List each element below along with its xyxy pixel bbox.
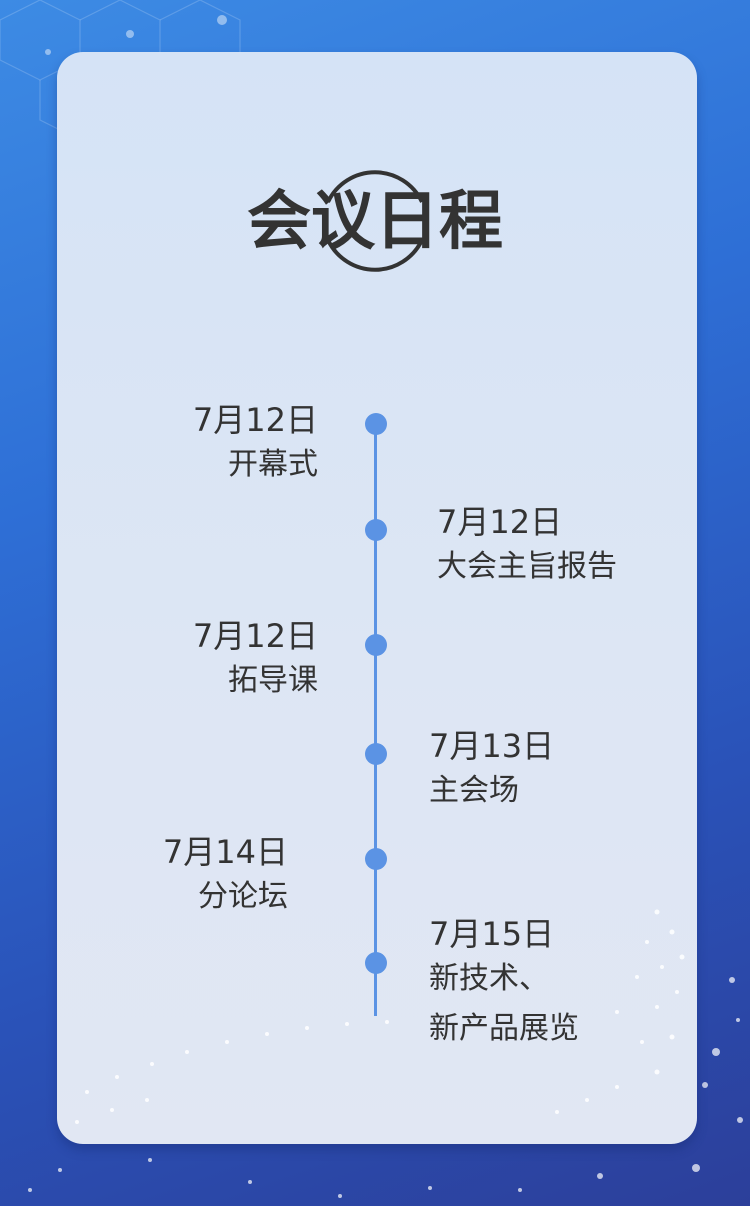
event-name: 拓导课 (228, 663, 318, 698)
timeline-event: 7月12日 开幕式 (193, 400, 318, 490)
event-date: 7月12日 (192, 401, 318, 439)
timeline-event: 7月12日 大会主旨报告 (437, 502, 617, 592)
card-dot-wave (75, 909, 685, 1124)
event-name: 开幕式 (228, 447, 318, 482)
event-date: 7月14日 (162, 833, 288, 871)
timeline-event: 7月14日 分论坛 (163, 832, 288, 922)
event-name-line1: 新技术、 (429, 961, 549, 996)
event-date: 7月15日 (429, 915, 555, 953)
timeline-event: 7月13日 主会场 (429, 726, 554, 816)
event-name-line2: 新产品展览 (429, 1011, 579, 1046)
timeline-dot (365, 848, 387, 870)
title-ring-decoration (326, 170, 424, 272)
timeline-dot (365, 743, 387, 765)
timeline-dot (365, 952, 387, 974)
event-name: 分论坛 (198, 879, 288, 914)
event-name: 大会主旨报告 (437, 549, 617, 584)
timeline-event: 7月12日 拓导课 (193, 616, 318, 706)
page-title: 会议日程 (247, 185, 503, 259)
timeline-dot (365, 519, 387, 541)
timeline-event: 7月15日 新技术、 新产品展览 (429, 914, 579, 1054)
event-date: 7月12日 (192, 617, 318, 655)
event-date: 7月12日 (437, 503, 563, 541)
timeline-axis (374, 424, 377, 1016)
timeline-dot (365, 413, 387, 435)
event-name: 主会场 (429, 773, 519, 808)
timeline-dot (365, 634, 387, 656)
event-date: 7月13日 (429, 727, 555, 765)
